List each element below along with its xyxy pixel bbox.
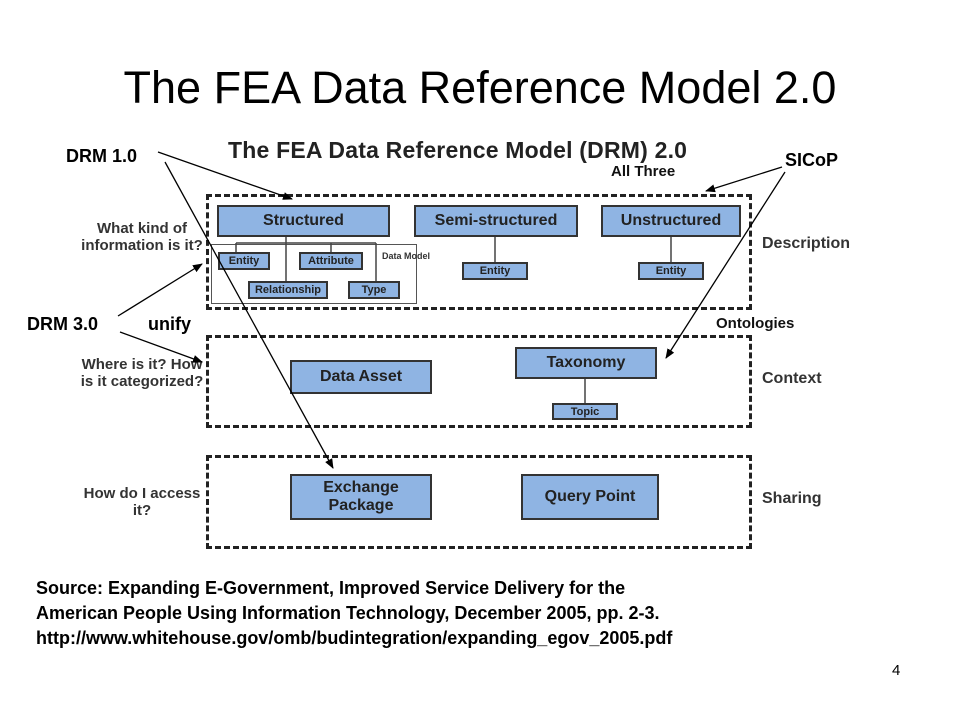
attribute-box: Attribute bbox=[299, 252, 363, 270]
context-question: Where is it? How is it categorized? bbox=[80, 356, 204, 390]
sharing-question: How do I access it? bbox=[83, 485, 201, 519]
data-asset-box: Data Asset bbox=[290, 360, 432, 394]
source-url: http://www.whitehouse.gov/omb/budintegra… bbox=[36, 628, 673, 648]
source-line-1: Source: Expanding E-Government, Improved… bbox=[36, 578, 626, 598]
type-box: Type bbox=[348, 281, 400, 299]
entity-box-semi-structured: Entity bbox=[462, 262, 528, 280]
sharing-band bbox=[206, 455, 752, 549]
all-three-callout: All Three bbox=[611, 163, 676, 180]
structured-box: Structured bbox=[217, 205, 390, 237]
exchange-package-box: Exchange Package bbox=[290, 474, 432, 520]
taxonomy-box: Taxonomy bbox=[515, 347, 657, 379]
page-number: 4 bbox=[892, 662, 901, 679]
data-model-label: Data Model bbox=[382, 251, 431, 261]
source-citation: Source: Expanding E-Government, Improved… bbox=[36, 576, 672, 651]
unstructured-box: Unstructured bbox=[601, 205, 741, 237]
unify-callout: unify bbox=[148, 314, 191, 334]
ontologies-callout: Ontologies bbox=[716, 315, 795, 332]
context-label: Context bbox=[762, 370, 822, 387]
sicop-to-unstructured-arrow bbox=[705, 166, 783, 193]
relationship-box: Relationship bbox=[248, 281, 328, 299]
entity-box-structured: Entity bbox=[218, 252, 270, 270]
topic-box: Topic bbox=[552, 403, 618, 420]
description-label: Description bbox=[762, 235, 851, 252]
entity-box-unstructured: Entity bbox=[638, 262, 704, 280]
sicop-callout: SICoP bbox=[785, 150, 839, 170]
description-question: What kind of information is it? bbox=[81, 220, 203, 254]
drm3-to-description-arrow bbox=[117, 263, 203, 317]
sharing-label: Sharing bbox=[762, 490, 822, 507]
source-line-2: American People Using Information Techno… bbox=[36, 603, 660, 623]
semi-structured-box: Semi-structured bbox=[414, 205, 578, 237]
query-point-box: Query Point bbox=[521, 474, 659, 520]
context-band bbox=[206, 335, 752, 428]
drm-1-callout: DRM 1.0 bbox=[66, 146, 138, 166]
slide-title: The FEA Data Reference Model 2.0 bbox=[123, 62, 837, 113]
drm-3-callout: DRM 3.0 bbox=[27, 314, 99, 334]
diagram-title: The FEA Data Reference Model (DRM) 2.0 bbox=[228, 137, 688, 163]
